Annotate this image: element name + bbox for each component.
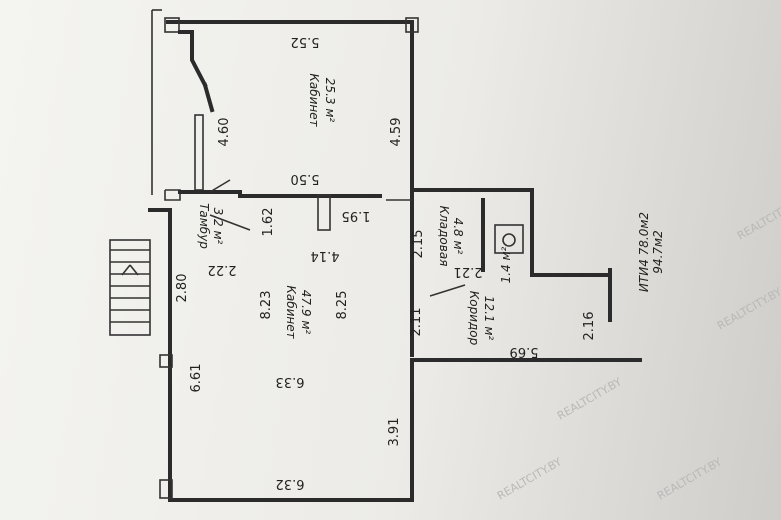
top-inner-wall — [178, 30, 208, 88]
dim-2-21: 2.21 — [454, 264, 483, 279]
dim-5-52: 5.52 — [291, 34, 320, 49]
room-corridor-area: 12.1 м² — [482, 296, 496, 341]
dim-4-14: 4.14 — [311, 248, 340, 263]
dim-1-62: 1.62 — [261, 208, 276, 237]
room-office-main-area: 47.9 м² — [299, 290, 313, 335]
itn-line-2: 94.7м2 — [651, 230, 665, 273]
column-bottom-left — [159, 479, 173, 499]
room-wc-area: 1.4 м² — [499, 246, 513, 283]
room-corridor-name: Коридор — [467, 291, 481, 346]
door-block — [317, 194, 331, 231]
door-swing-4 — [429, 284, 466, 297]
wc-fixture — [502, 233, 516, 247]
top-office-wall — [166, 20, 414, 192]
wc-block — [494, 224, 524, 254]
door-swing-2 — [209, 214, 251, 231]
dim-6-33: 6.33 — [276, 374, 305, 389]
window-left — [194, 114, 204, 191]
dim-1-95: 1.95 — [342, 208, 371, 223]
room-office-main-name: Кабинет — [284, 285, 298, 339]
room-vestibule-name: Тамбур — [197, 203, 211, 249]
dim-2-80: 2.80 — [175, 274, 190, 303]
dim-8-23: 8.23 — [259, 291, 274, 320]
dim-4-59: 4.59 — [389, 118, 404, 147]
column-top-right — [405, 17, 419, 33]
itn-line-1: ИТИ4 78.0м2 — [637, 212, 651, 292]
dim-2-15: 2.15 — [411, 230, 426, 259]
watermark-2: REALTCITY.BY — [555, 375, 624, 422]
total-area-label: ИТИ4 78.0м2 94.7м2 — [637, 212, 665, 292]
room-vestibule-area: 3.2 м² — [211, 208, 225, 245]
top-angled-wall — [202, 82, 215, 113]
dim-2-16: 2.16 — [582, 312, 597, 341]
stairs — [109, 239, 151, 336]
small-column — [164, 189, 181, 201]
dim-6-61: 6.61 — [189, 364, 204, 393]
door-swing-1 — [209, 179, 231, 193]
room-labels: Кабинет 25.3 м² Тамбур 3.2 м² Кладовая 4… — [197, 73, 513, 345]
column-left — [159, 354, 173, 368]
dimension-labels: 5.52 4.60 4.59 5.50 1.62 1.95 4.14 2.15 … — [175, 34, 597, 491]
watermark-1: REALTCITY.BY — [715, 285, 781, 332]
dim-4-60: 4.60 — [217, 118, 232, 147]
watermark-5: REALTCITY.BY — [735, 195, 781, 242]
dim-8-25: 8.25 — [335, 291, 350, 320]
walls — [109, 9, 642, 502]
dim-3-91: 3.91 — [387, 418, 402, 447]
room-storage-area: 4.8 м² — [451, 218, 465, 255]
watermark-3: REALTCITY.BY — [495, 455, 564, 502]
watermark-4: REALTCITY.BY — [655, 455, 724, 502]
room-storage-name: Кладовая — [437, 206, 451, 267]
dim-2-22: 2.22 — [208, 262, 237, 277]
dim-6-32: 6.32 — [276, 476, 305, 491]
dim-2-11: 2.11 — [409, 308, 424, 337]
dim-5-69: 5.69 — [510, 344, 539, 359]
dim-5-50: 5.50 — [291, 171, 320, 186]
room-office-top-area: 25.3 м² — [323, 78, 337, 123]
column-top-left — [164, 17, 180, 33]
vestibule-wall — [148, 208, 172, 237]
storage-corridor-wall — [410, 188, 612, 277]
room-office-top-name: Кабинет — [307, 73, 321, 127]
